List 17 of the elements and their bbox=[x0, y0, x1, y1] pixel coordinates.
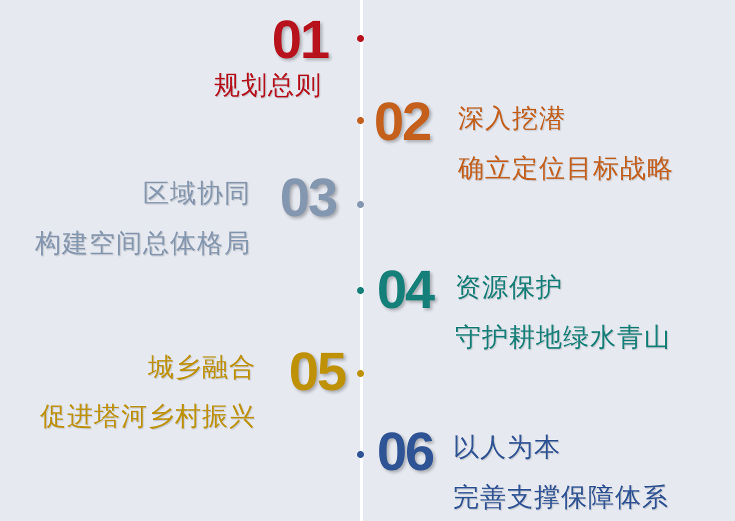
step-subtitle: 确立定位目标战略 bbox=[458, 156, 674, 182]
step-title: 规划总则 bbox=[214, 73, 322, 99]
step-title: 深入挖潜 bbox=[458, 106, 566, 132]
step-number: 05 bbox=[288, 345, 345, 399]
step-title: 以人为本 bbox=[453, 435, 561, 461]
step-number: 04 bbox=[377, 263, 434, 317]
step-subtitle: 构建空间总体格局 bbox=[35, 231, 251, 257]
step-subtitle: 守护耕地绿水青山 bbox=[455, 325, 671, 351]
step-number: 01 bbox=[272, 13, 328, 67]
step-title: 资源保护 bbox=[455, 275, 563, 301]
step-title: 区域协同 bbox=[143, 181, 251, 207]
step-title: 城乡融合 bbox=[148, 355, 256, 381]
step-subtitle: 完善支撑保障体系 bbox=[453, 485, 669, 511]
step-number: 02 bbox=[374, 95, 430, 149]
step-subtitle: 促进塔河乡村振兴 bbox=[40, 404, 256, 430]
step-number: 06 bbox=[377, 425, 434, 479]
step-number: 03 bbox=[280, 171, 336, 225]
